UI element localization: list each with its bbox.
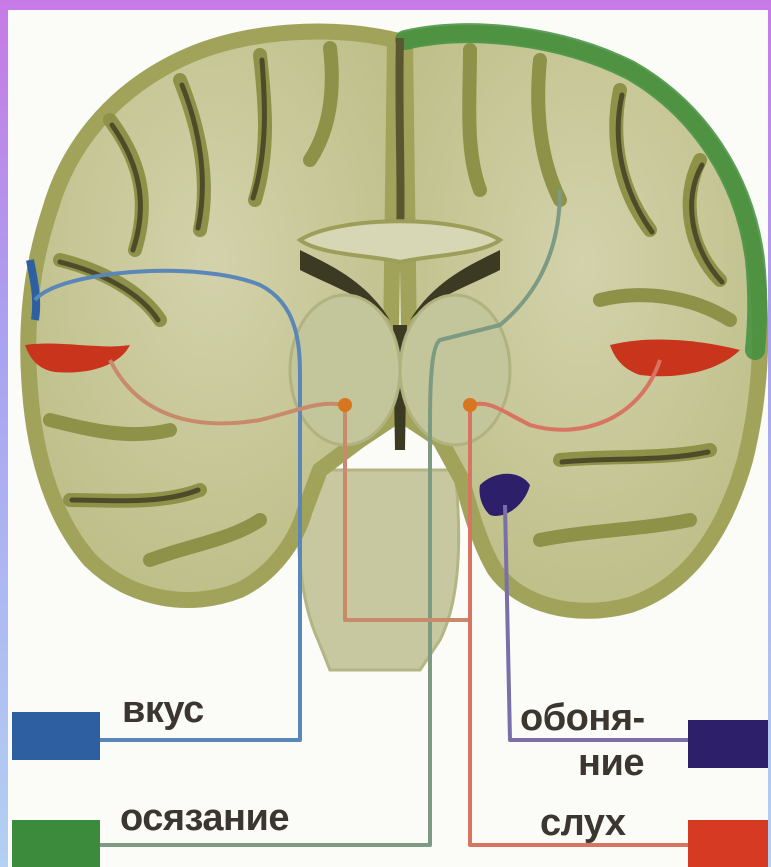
smell-label-line1: обоня- [520, 697, 645, 739]
brain-diagram: вкус осязание обоня- ние слух [8, 10, 768, 867]
touch-label: осязание [120, 797, 289, 839]
hearing-label: слух [540, 802, 626, 844]
brainstem [298, 470, 458, 670]
relay-nucleus-left [338, 398, 352, 412]
smell-label-line2: ние [578, 742, 644, 784]
relay-nucleus-right [463, 398, 477, 412]
touch-legend-swatch [12, 820, 100, 867]
thalamus-right [400, 295, 510, 445]
smell-legend-swatch [688, 720, 768, 768]
taste-legend-swatch [12, 712, 100, 760]
hearing-legend-swatch [688, 820, 768, 867]
diagram-canvas: вкус осязание обоня- ние слух [8, 10, 768, 867]
longitudinal-fissure [399, 38, 400, 240]
taste-label: вкус [122, 689, 204, 731]
